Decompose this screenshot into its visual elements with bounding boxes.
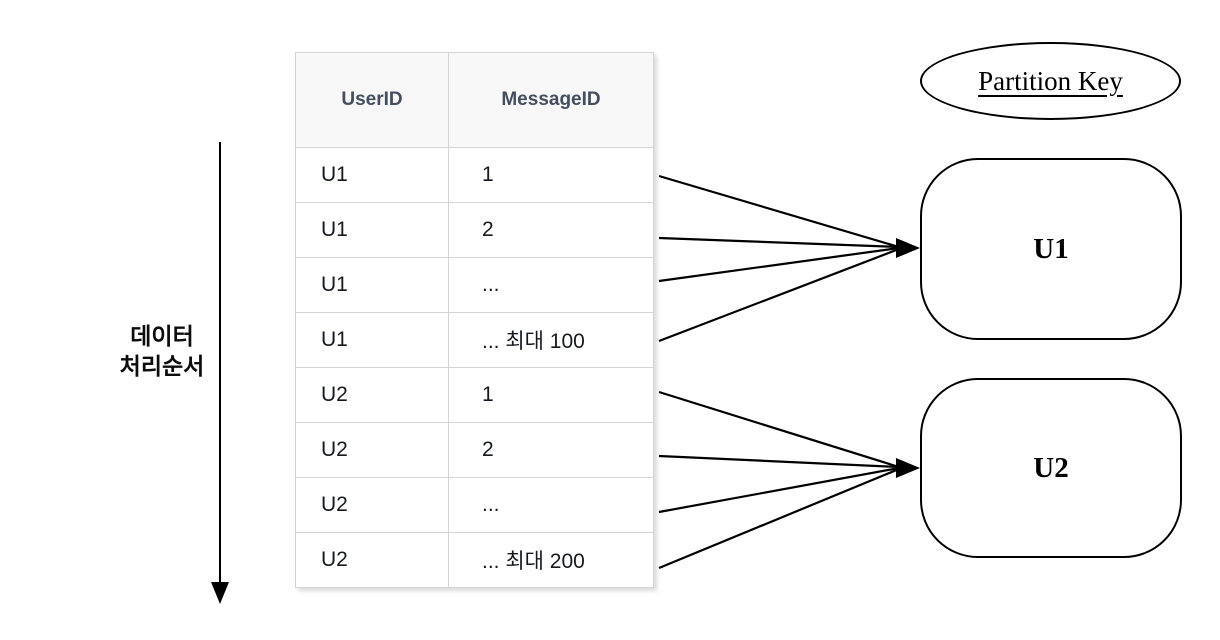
cell-userid: U1 (295, 147, 449, 203)
cell-userid: U1 (295, 312, 449, 368)
processing-order-label-line1: 데이터 (130, 324, 194, 349)
cell-userid: U2 (295, 477, 449, 533)
cell-userid: U1 (295, 257, 449, 313)
partition-node-u1-label: U1 (1033, 232, 1069, 265)
cell-messageid: 2 (448, 422, 654, 478)
cell-userid: U2 (295, 532, 449, 588)
fan-in-arrow-u1-icon (658, 174, 920, 343)
table-row: U2 ... 최대 200 (295, 532, 654, 588)
fan-in-arrow-u2-icon (658, 390, 920, 570)
cell-messageid: ... (448, 257, 654, 313)
table-header-row: UserID MessageID (295, 52, 654, 148)
cell-messageid: 2 (448, 202, 654, 258)
cell-messageid: ... (448, 477, 654, 533)
partition-node-u1: U1 (920, 158, 1182, 340)
cell-messageid: 1 (448, 147, 654, 203)
table-row: U1 ... 최대 100 (295, 312, 654, 368)
cell-messageid: 1 (448, 367, 654, 423)
cell-messageid: ... 최대 200 (448, 532, 654, 588)
processing-order-label: 데이터 처리순서 (82, 322, 242, 382)
processing-order-label-line2: 처리순서 (119, 354, 205, 379)
partition-key-title: Partition Key (978, 65, 1123, 96)
partition-node-u2-label: U2 (1033, 451, 1069, 484)
column-header-userid: UserID (295, 52, 449, 148)
table-row: U2 1 (295, 367, 654, 423)
table-row: U2 2 (295, 422, 654, 478)
cell-messageid: ... 최대 100 (448, 312, 654, 368)
message-table: UserID MessageID U1 1 U1 2 U1 ... (295, 52, 654, 588)
partition-node-u2: U2 (920, 378, 1182, 558)
cell-userid: U2 (295, 422, 449, 478)
table-row: U1 ... (295, 257, 654, 313)
table-row: U2 ... (295, 477, 654, 533)
column-header-messageid: MessageID (448, 52, 654, 148)
partition-key-title-shape: Partition Key (920, 42, 1181, 120)
cell-userid: U1 (295, 202, 449, 258)
table-row: U1 2 (295, 202, 654, 258)
table-row: U1 1 (295, 147, 654, 203)
cell-userid: U2 (295, 367, 449, 423)
